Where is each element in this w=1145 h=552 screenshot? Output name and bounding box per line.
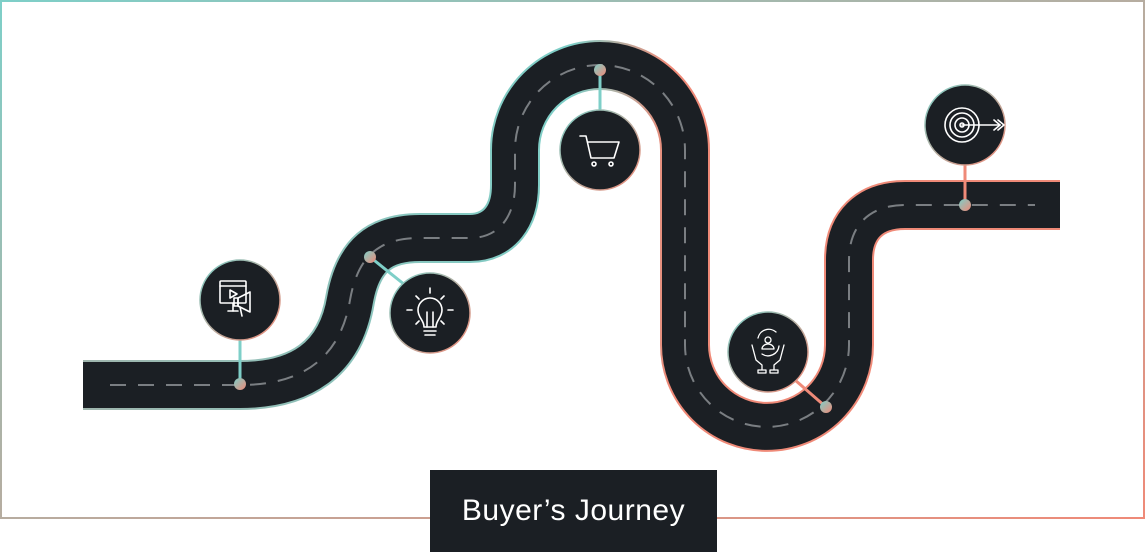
road-center-dashes: [110, 64, 1035, 428]
milestone-dot-5: [959, 199, 971, 211]
stage-circle-awareness: [199, 259, 281, 341]
milestone-dot-4: [820, 401, 832, 413]
video-megaphone-icon: [219, 280, 251, 317]
milestone-dot-1: [234, 378, 246, 390]
connector-4: [794, 378, 827, 409]
road: [83, 40, 1060, 452]
hands-customer-cycle-icon: [751, 328, 785, 374]
lightbulb-icon: [406, 287, 454, 336]
connector-2: [369, 255, 406, 287]
target-arrow-icon: [944, 107, 1005, 143]
milestone-dot-2: [364, 251, 376, 263]
diagram-title: Buyer’s Journey: [430, 470, 717, 552]
milestone-dot-3: [594, 64, 606, 76]
stage-circle-retention: [727, 311, 809, 393]
stage-circle-purchase: [559, 109, 641, 191]
stage-circle-idea: [389, 272, 471, 354]
shopping-cart-icon: [579, 135, 620, 167]
